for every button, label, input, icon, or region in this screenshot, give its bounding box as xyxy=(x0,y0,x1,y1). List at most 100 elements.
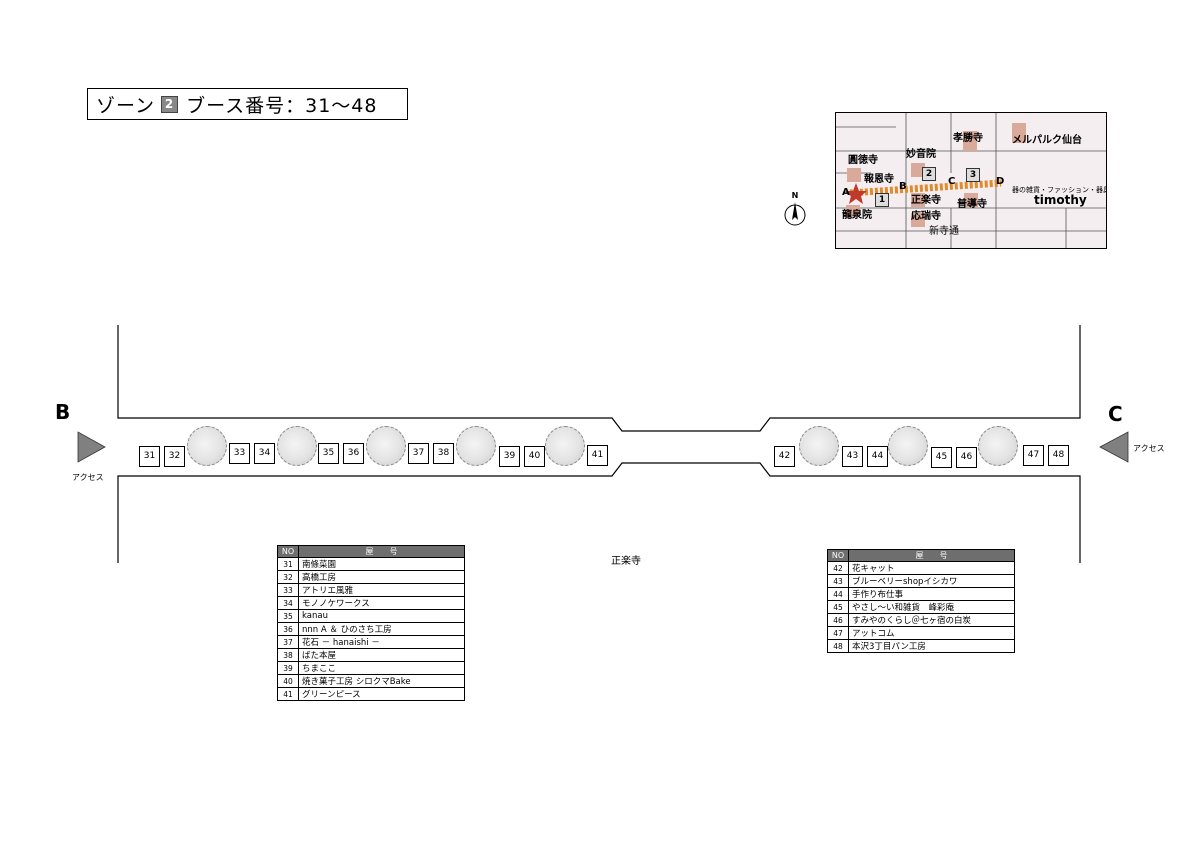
booth-41[interactable]: 41 xyxy=(587,445,608,466)
tree-icon xyxy=(799,426,839,466)
inset-zone-3: 3 xyxy=(966,168,980,182)
row-shop-name: 本沢3丁目パン工房 xyxy=(848,639,1015,653)
map-label-ryusenin: 龍泉院 xyxy=(842,210,872,221)
row-no: 43 xyxy=(827,574,849,588)
row-shop-name: 手作り布仕事 xyxy=(848,587,1015,601)
map-label-shinteradori: 新寺通 xyxy=(929,226,959,237)
row-shop-name: 花キャット xyxy=(848,561,1015,575)
table-header-name: 屋 号 xyxy=(298,545,465,558)
row-shop-name: 高橋工房 xyxy=(298,570,465,584)
row-shop-name: 焼き菓子工房 シロクマBake xyxy=(298,674,465,688)
map-label-merparque: メルパルク仙台 xyxy=(1012,135,1082,146)
street-end-c: C xyxy=(1108,402,1123,426)
access-arrow-left-icon xyxy=(77,431,106,463)
booth-34[interactable]: 34 xyxy=(254,443,275,464)
row-no: 45 xyxy=(827,600,849,614)
row-no: 31 xyxy=(277,557,299,571)
tree-icon xyxy=(366,426,406,466)
map-label-timothy: timothy xyxy=(1034,193,1087,207)
row-shop-name: グリーンピース xyxy=(298,687,465,701)
booth-44[interactable]: 44 xyxy=(867,446,888,467)
booth-46[interactable]: 46 xyxy=(956,447,977,468)
inset-point-d: D xyxy=(996,176,1005,187)
row-no: 37 xyxy=(277,635,299,649)
booth-36[interactable]: 36 xyxy=(343,443,364,464)
row-no: 46 xyxy=(827,613,849,627)
map-label-houonji: 報恩寺 xyxy=(864,174,894,185)
row-no: 41 xyxy=(277,687,299,701)
row-shop-name: アットコム xyxy=(848,626,1015,640)
inset-zone-1: 1 xyxy=(875,193,889,207)
inset-zone-2: 2 xyxy=(922,167,936,181)
booth-47[interactable]: 47 xyxy=(1023,445,1044,466)
tree-icon xyxy=(888,426,928,466)
booth-31[interactable]: 31 xyxy=(139,446,160,467)
north-arrow-icon: N xyxy=(784,191,806,226)
inset-star-marker xyxy=(845,183,867,204)
north-label: N xyxy=(792,191,799,200)
row-no: 40 xyxy=(277,674,299,688)
row-shop-name: 南條菜園 xyxy=(298,557,465,571)
booth-37[interactable]: 37 xyxy=(408,443,429,464)
inset-point-b: B xyxy=(899,181,907,192)
row-no: 42 xyxy=(827,561,849,575)
zone-title: ゾーン 2 ブース番号：31～48 xyxy=(87,88,408,120)
row-shop-name: 花石 － hanaishi － xyxy=(298,635,465,649)
table-header-name: 屋 号 xyxy=(848,549,1015,562)
temple-label-shorakuji: 正楽寺 xyxy=(611,556,641,567)
row-no: 35 xyxy=(277,609,299,623)
tree-icon xyxy=(187,426,227,466)
map-label-koushouji: 孝勝寺 xyxy=(953,133,983,144)
map-label-shorakuji: 正楽寺 xyxy=(911,195,941,206)
tree-icon xyxy=(456,426,496,466)
booth-43[interactable]: 43 xyxy=(842,446,863,467)
booth-38[interactable]: 38 xyxy=(433,443,454,464)
booth-42[interactable]: 42 xyxy=(774,446,795,467)
booth-48[interactable]: 48 xyxy=(1048,445,1069,466)
row-no: 39 xyxy=(277,661,299,675)
tree-icon xyxy=(277,426,317,466)
row-no: 34 xyxy=(277,596,299,610)
map-label-enpukuji: 圓徳寺 xyxy=(848,155,878,166)
row-shop-name: アトリエ風雅 xyxy=(298,583,465,597)
booth-45[interactable]: 45 xyxy=(931,447,952,468)
zone-title-prefix: ゾーン xyxy=(96,94,156,117)
table-header-no: NO xyxy=(277,545,299,558)
inset-point-a: A xyxy=(842,187,850,198)
street-end-b: B xyxy=(55,400,71,424)
map-label-timothy-sub: 器の雑貨・ファッション・器具 xyxy=(1012,186,1107,194)
row-no: 32 xyxy=(277,570,299,584)
zone-title-suffix: ブース番号：31～48 xyxy=(186,94,378,117)
row-shop-name: nnn A ＆ ひのさち工房 xyxy=(298,622,465,636)
inset-location-map: 孝勝寺 メルパルク仙台 圓徳寺 妙音院 報恩寺 正楽寺 普導寺 龍泉院 応瑞寺 … xyxy=(835,112,1107,249)
row-no: 48 xyxy=(827,639,849,653)
inset-route xyxy=(849,179,1002,197)
map-label-fudoji: 普導寺 xyxy=(957,199,987,210)
booth-39[interactable]: 39 xyxy=(499,446,520,467)
tree-icon xyxy=(545,426,585,466)
booth-40[interactable]: 40 xyxy=(524,446,545,467)
row-shop-name: モノノケワークス xyxy=(298,596,465,610)
access-arrow-right-icon xyxy=(1099,431,1129,463)
access-label-left: アクセス xyxy=(72,473,104,482)
booth-35[interactable]: 35 xyxy=(318,443,339,464)
row-no: 44 xyxy=(827,587,849,601)
booth-33[interactable]: 33 xyxy=(229,443,250,464)
booth-32[interactable]: 32 xyxy=(164,446,185,467)
